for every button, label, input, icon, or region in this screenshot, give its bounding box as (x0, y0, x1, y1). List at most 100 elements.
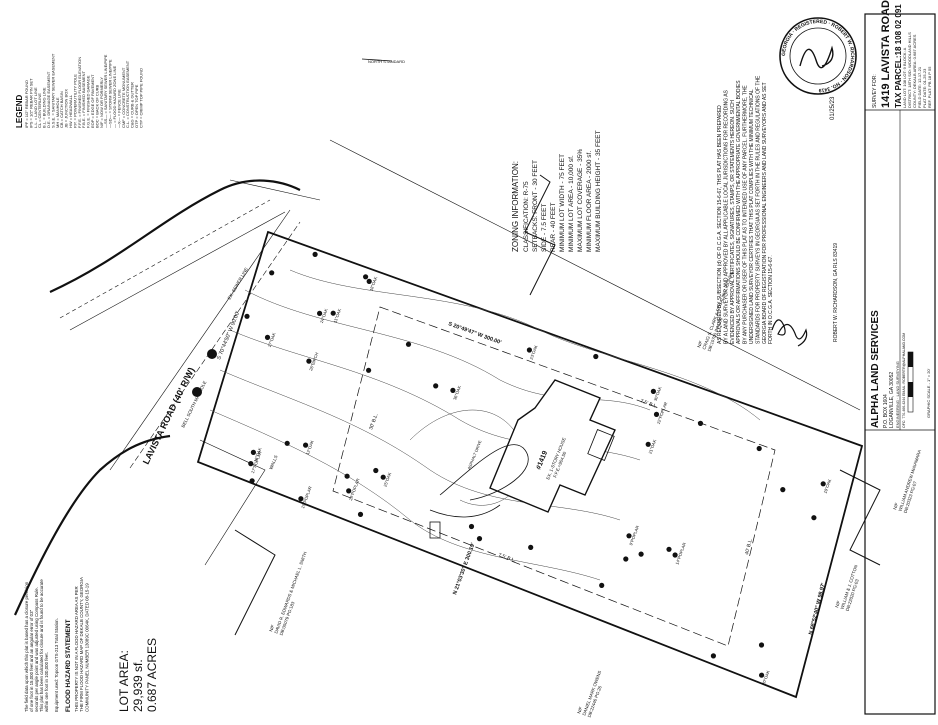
flood-lines: THIS PROPERTY IS NOT IN A FLOOD HAZARD A… (74, 577, 89, 712)
tree-symbol (756, 445, 762, 452)
driveway-edge (199, 439, 266, 566)
tree-symbol (250, 449, 256, 455)
neighbor-label-line: N/F (576, 706, 583, 715)
legend-item: N/F = NOW OR FORMERLY (99, 77, 104, 128)
tree-symbol (306, 358, 312, 364)
graphic-scale-label: GRAPHIC SCALE - 1" = 20' (926, 368, 931, 418)
survey-address: 1419 LAVISTA ROAD (880, 0, 892, 108)
title-block-row: REF. PLAT: PB 18 P 55 (927, 66, 932, 108)
sewer-line (129, 221, 301, 469)
tree-symbol (476, 536, 483, 542)
tree-symbol (759, 672, 765, 678)
neighbor-label-line: N/F (892, 502, 899, 511)
tree-symbol (528, 544, 534, 551)
zoning-line: CLASSIFICATION: R-75 (523, 181, 530, 252)
bearing-east: S 20°49'47" W 300.00' (447, 321, 502, 346)
tree-symbol (380, 474, 386, 480)
legend-item: F.F.E. = FINISHED FLOOR ELEVATION (77, 57, 82, 128)
signature-date: 01/25/23 (830, 96, 836, 120)
certification-block: AS REQUIRED BY SUBSECTION (d) OF O.C.G.A… (717, 75, 774, 344)
field-note-line: The field data upon which this plat is b… (24, 581, 29, 712)
company-address: P.O. BOX 1604 (883, 394, 889, 428)
lot-area-block: LOT AREA: 29,939 sf. 0.687 ACRES (117, 638, 159, 712)
legend-item: D.E. = DRAINAGE EASEMENT (46, 71, 51, 128)
tree-symbol (697, 420, 704, 426)
legend-item: CMF = CONCRETE MONUMENT (121, 67, 126, 128)
company-name: ALPHA LAND SERVICES (870, 310, 881, 428)
flood-line: THE FIRM FLOOD HAZARD MAP OF DEKALB COUN… (79, 577, 84, 712)
contour-3 (219, 369, 621, 521)
contour-4 (209, 409, 601, 581)
tree-symbol (653, 411, 660, 417)
flood-line: THIS PROPERTY IS NOT IN A FLOOD HAZARD A… (74, 586, 79, 712)
legend-item: BOC = BACK OF CURB (94, 84, 99, 128)
legend-item: CB = CATCH BASIN (59, 91, 64, 128)
field-note: The field data upon which this plat is b… (24, 579, 59, 712)
legend-item: F.G.E. = FINISHED GARAGE (86, 75, 91, 128)
field-note-line: within one foot in 100,000 feet. (44, 652, 49, 712)
north-arrow-label: NORTH STANDARD (368, 59, 405, 64)
tree-symbol (433, 383, 439, 389)
zoning-line: SETBACKS: FRONT - 30 FEET (532, 160, 539, 252)
stoop (429, 521, 441, 539)
tree-symbol (366, 278, 372, 284)
bearing-west: N 21°03'30" E 300.19' (452, 541, 477, 595)
certification-lines: AS REQUIRED BY SUBSECTION (d) OF O.C.G.A… (717, 75, 774, 344)
setback-side-left: 7.5' B.L. (639, 398, 658, 410)
tree-symbol (626, 533, 632, 539)
legend-item: C.L. = CONSTRUCTION EASEMENT (125, 60, 130, 128)
tree-symbol (638, 551, 644, 557)
tree-label: 19"OAK (822, 478, 832, 494)
property-line (196, 230, 864, 699)
tree-symbol (710, 653, 717, 659)
surveyor-seal: GEORGIA · REGISTERED · ROBERT W. RICHARD… (779, 17, 857, 95)
neighbor-label-line: N/F (834, 600, 841, 609)
setback-rear: 40' B.L. (744, 538, 754, 556)
tree-label: 18"OAK (368, 276, 378, 292)
contour-1 (244, 289, 651, 411)
zoning-line: MINIMUM FLOOR AREA - 2000 sf. (586, 151, 593, 252)
legend-item: —X— = FENCE LINE (116, 89, 121, 128)
tree-symbol (623, 556, 629, 562)
building-setback (332, 306, 776, 647)
tree-symbol (650, 388, 657, 394)
legend-item: EOP = EDGE OF PAVEMENT (90, 74, 95, 128)
legend-title: LEGEND (15, 94, 24, 128)
legend-item: P.P. = POWER/UTILITY POLE (72, 74, 77, 128)
title-block-row: COUNTY: DEKALB AREA: 0.687 ACRES (912, 34, 917, 108)
legend-item: — = FLOOD HAZARD ZONE LINE (112, 66, 117, 128)
tree-symbol (249, 478, 255, 484)
legend-item: B.L. = BUILDING LINE (42, 87, 47, 128)
title-block-row: FIELD DATE: 12-17-21 (917, 66, 922, 108)
road-centerline (59, 199, 271, 319)
field-note-line: of one foot in 15,000 feet and an angula… (29, 609, 34, 712)
neighbor-linework (234, 139, 881, 636)
zoning-line: MAXIMUM BUILDING HEIGHT - 35 FEET (595, 130, 602, 252)
legend-item: F.B.E. = FINISHED BASEMENT (81, 70, 86, 128)
tree-symbol (312, 251, 318, 257)
road-line-3 (109, 209, 291, 471)
field-note-line: seconds per angle point and was adjusted… (34, 587, 39, 712)
tree-symbol (284, 440, 290, 446)
surveyor-signature-line: ROBERT W. RICHARDSON, GA RLS 83419 (833, 243, 839, 342)
tree-label: 21"OAK (647, 439, 657, 455)
tree-symbol (820, 481, 826, 487)
neighbor-south-building (234, 529, 276, 636)
certification-line: EVIDENCED BY APPROVAL CERTIFICATES, SIGN… (730, 100, 736, 344)
tree-label: 30"OAK (653, 386, 663, 402)
zoning-line: MINIMUM LOT WIDTH - 75 FEET (559, 154, 566, 252)
legend-item: IPS = 1/2" REBAR PIN SET (28, 78, 33, 128)
tree-symbol (450, 387, 456, 393)
tree-symbol (645, 441, 651, 447)
tree-label: 11"OAK (332, 308, 342, 324)
tree-symbol (357, 511, 364, 517)
walkway (429, 504, 501, 518)
legend-item: HW = HEADWALL (68, 94, 73, 128)
tree-label: 24"OAK (319, 308, 329, 324)
tree-symbol (244, 313, 250, 319)
legend-item: JB = JUNCTION BOX (64, 89, 69, 128)
